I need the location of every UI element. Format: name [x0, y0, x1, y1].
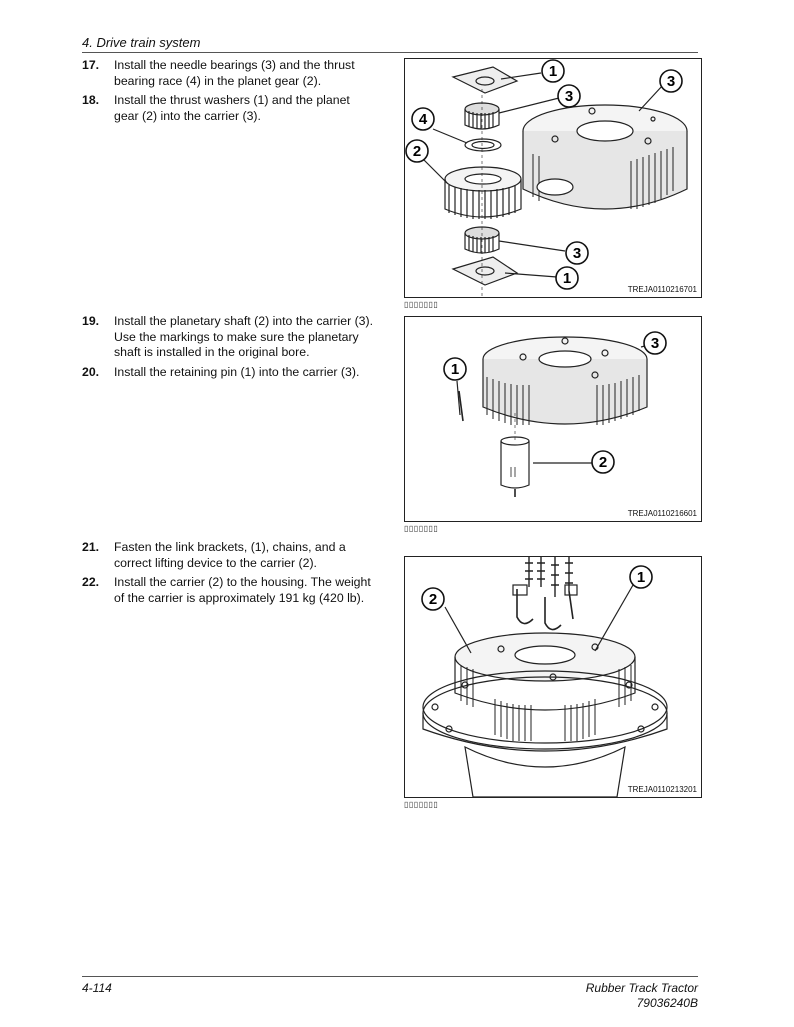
step-20: 20. Install the retaining pin (1) into t… — [82, 365, 374, 381]
callout-label: 3 — [565, 88, 573, 105]
figure-caption: ▯▯▯▯▯▯▯ — [404, 524, 439, 533]
step-21: 21. Fasten the link brackets, (1), chain… — [82, 540, 374, 571]
step-number: 21. — [82, 540, 100, 554]
callout-label: 4 — [419, 111, 428, 128]
steps-group-1: 17. Install the needle bearings (3) and … — [82, 58, 374, 128]
document-title: Rubber Track Tractor — [585, 981, 698, 995]
step-number: 18. — [82, 93, 100, 107]
step-text: Install the carrier (2) to the housing. … — [114, 575, 371, 605]
figure-carrier-installation: 1 2 TREJA0110213201 — [404, 556, 702, 798]
callout-label: 2 — [429, 591, 437, 608]
step-number: 20. — [82, 364, 100, 379]
figure-planetary-shaft: 3 1 2 TREJA0110216601 — [404, 316, 702, 522]
document-code: 79036240B — [636, 996, 698, 1010]
document-info: Rubber Track Tractor 79036240B — [586, 981, 698, 1011]
page-number: 4-114 — [82, 981, 112, 995]
header-rule — [82, 52, 698, 53]
step-text: Install the retaining pin (1) into the c… — [114, 364, 360, 379]
figure-2-callouts: 3 1 2 — [443, 331, 667, 474]
callout-label: 1 — [549, 63, 557, 80]
callout-label: 3 — [573, 245, 581, 262]
step-19: 19. Install the planetary shaft (2) into… — [82, 314, 374, 361]
step-text: Install the needle bearings (3) and the … — [114, 58, 355, 88]
callout-label: 1 — [637, 569, 645, 586]
step-text: Install the thrust washers (1) and the p… — [114, 93, 350, 123]
section-header: 4. Drive train system — [82, 35, 201, 50]
figure-code: TREJA0110213201 — [627, 785, 697, 794]
figure-code: TREJA0110216601 — [627, 509, 697, 518]
callout-label: 1 — [451, 361, 459, 378]
figure-planet-gear-assembly: 1 3 3 4 2 3 1 TREJA0110216701 — [404, 58, 702, 298]
planetary-shaft-illustration: 3 1 2 — [443, 331, 667, 497]
figure-caption: ▯▯▯▯▯▯▯ — [404, 800, 439, 809]
step-17: 17. Install the needle bearings (3) and … — [82, 58, 374, 89]
figure-1-callouts: 1 3 3 4 2 3 1 — [405, 59, 683, 290]
carrier-installation-illustration: 1 2 — [421, 557, 668, 797]
callout-label: 2 — [599, 454, 607, 471]
figure-code: TREJA0110216701 — [627, 285, 697, 294]
step-18: 18. Install the thrust washers (1) and t… — [82, 93, 374, 124]
step-text: Fasten the link brackets, (1), chains, a… — [114, 540, 346, 570]
callout-label: 3 — [667, 73, 675, 90]
steps-group-2: 19. Install the planetary shaft (2) into… — [82, 314, 374, 384]
planet-gear-exploded-illustration: 1 3 3 4 2 3 1 — [405, 59, 688, 297]
step-number: 19. — [82, 314, 100, 328]
callout-label: 2 — [413, 143, 421, 160]
callout-label: 3 — [651, 335, 659, 352]
steps-group-3: 21. Fasten the link brackets, (1), chain… — [82, 540, 374, 610]
figure-caption: ▯▯▯▯▯▯▯ — [404, 300, 439, 309]
step-22: 22. Install the carrier (2) to the housi… — [82, 575, 374, 606]
figure-3-callouts: 1 2 — [421, 565, 653, 611]
step-number: 17. — [82, 58, 100, 72]
step-text: Install the planetary shaft (2) into the… — [114, 314, 374, 359]
step-number: 22. — [82, 575, 100, 589]
footer-rule — [82, 976, 698, 977]
callout-label: 1 — [563, 270, 571, 287]
